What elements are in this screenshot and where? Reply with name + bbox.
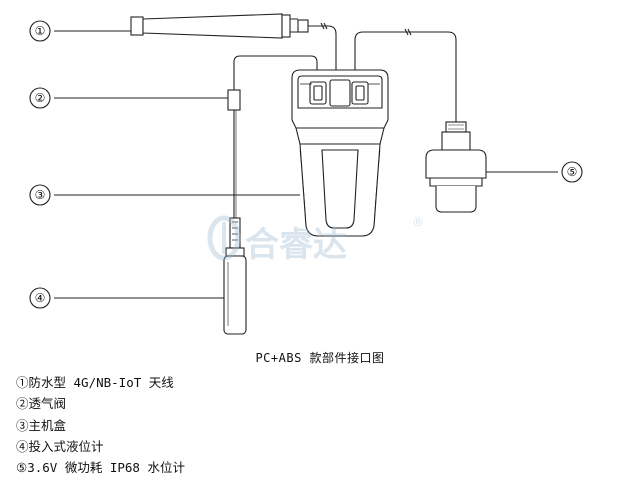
brand-logo-icon [207, 215, 241, 261]
registered-mark: ® [412, 215, 424, 229]
callout-1: ① [35, 24, 46, 38]
brand-watermark-text: 合睿达 [245, 225, 347, 265]
callout-5: ⑤ [567, 165, 578, 179]
callout-4: ④ [35, 291, 46, 305]
brand-watermark: 合睿达 ® [207, 215, 424, 265]
antenna-part [130, 13, 337, 75]
callout-3: ③ [35, 188, 46, 202]
parts-legend: ①防水型 4G/NB-IoT 天线 ②透气阀 ③主机盒 ④投入式液位计 ⑤3.6… [16, 372, 185, 478]
legend-item-vent-valve: ②透气阀 [16, 396, 67, 412]
legend-item-ultrasonic-meter: ⑤3.6V 微功耗 IP68 水位计 [16, 460, 185, 476]
leader-lines [54, 30, 558, 299]
vent-valve-cable [227, 55, 318, 218]
legend-item-main-box: ③主机盒 [16, 417, 67, 433]
ultrasonic-meter-part [425, 121, 487, 213]
main-box [291, 69, 389, 237]
diagram-caption: PC+ABS 款部件接口图 [255, 351, 385, 365]
level-gauge-part [223, 217, 247, 335]
callout-2: ② [35, 91, 46, 105]
component-interface-diagram: ① ② ③ ④ ⑤ 合睿达 ® [29, 13, 583, 335]
legend-item-level-gauge: ④投入式液位计 [16, 438, 104, 454]
legend-item-antenna: ①防水型 4G/NB-IoT 天线 [16, 375, 174, 390]
ultrasonic-cable [354, 31, 457, 122]
